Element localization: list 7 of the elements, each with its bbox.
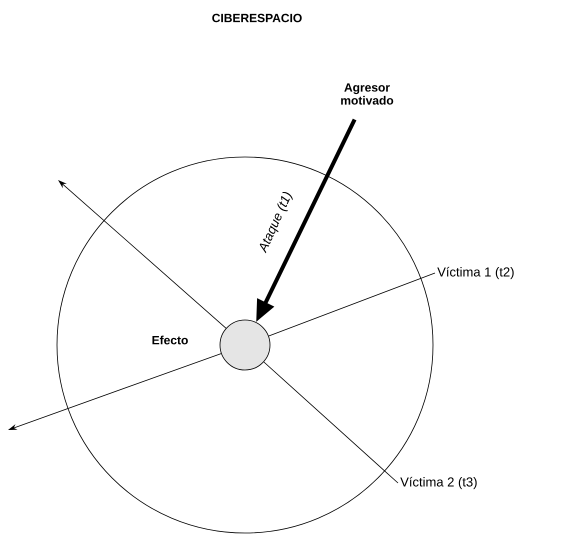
node-label: Víctima 2 (t3) — [400, 476, 477, 490]
title: CIBERESPACIO — [212, 14, 302, 22]
node-label: Agresor motivado — [341, 83, 394, 105]
edge-label: Ataque (t1) — [260, 192, 293, 254]
effect-circle — [220, 320, 270, 370]
node-label: Víctima 1 (t2) — [437, 266, 514, 280]
node-caption: Efecto — [152, 336, 188, 344]
